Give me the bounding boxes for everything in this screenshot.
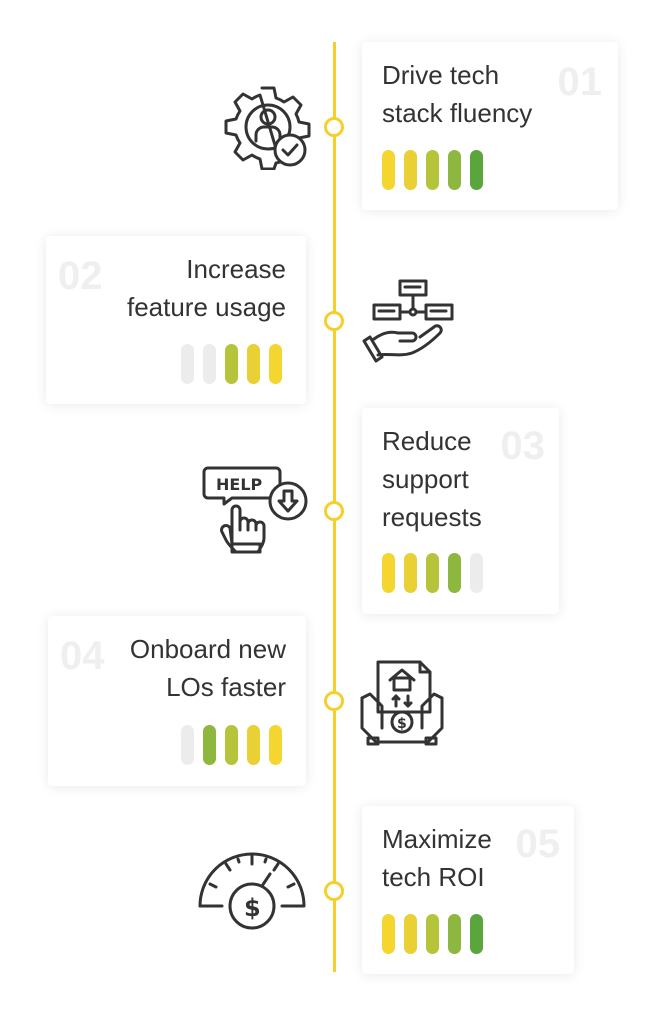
step-card-4: 04 Onboard new LOs faster (48, 616, 306, 786)
rating-bar-5 (470, 914, 483, 954)
rating-bar-3 (225, 725, 238, 765)
rating-bar-4 (448, 553, 461, 593)
timeline-node-4 (324, 691, 344, 711)
rating-bar-1 (382, 553, 395, 593)
step-title: Increase feature usage (126, 254, 286, 322)
step-title: Drive tech stack fluency (382, 60, 533, 128)
rating-bar-5 (470, 553, 483, 593)
svg-text:HELP: HELP (216, 475, 263, 494)
rating-bar-2 (203, 344, 216, 384)
rating-bars (181, 344, 282, 384)
rating-bars (181, 725, 282, 765)
rating-bar-1 (181, 725, 194, 765)
rating-bar-3 (426, 150, 439, 190)
timeline-node-5 (324, 881, 344, 901)
rating-bar-4 (448, 914, 461, 954)
step-number: 03 (500, 424, 546, 468)
rating-bar-3 (426, 914, 439, 954)
help-sign-hand-icon: HELP (202, 466, 308, 554)
step-card-2: 02 Increase feature usage (46, 236, 306, 404)
step-title: Onboard new LOs faster (129, 634, 286, 702)
rating-bar-4 (448, 150, 461, 190)
rating-bars (382, 914, 483, 954)
step-title: Reduce support requests (382, 426, 482, 532)
rating-bar-2 (404, 150, 417, 190)
svg-text:$: $ (397, 716, 407, 732)
svg-text:$: $ (244, 894, 261, 922)
rating-bar-4 (247, 725, 260, 765)
step-number: 02 (58, 254, 103, 298)
rating-bar-3 (426, 553, 439, 593)
rating-bar-5 (269, 344, 282, 384)
step-card-3: 03 Reduce support requests (362, 408, 559, 614)
step-card-5: 05 Maximize tech ROI (362, 806, 574, 974)
step-title: Maximize tech ROI (382, 824, 492, 892)
step-card-1: 01 Drive tech stack fluency (362, 42, 618, 210)
rating-bar-4 (247, 344, 260, 384)
rating-bar-5 (269, 725, 282, 765)
timeline-node-3 (324, 501, 344, 521)
rating-bar-5 (470, 150, 483, 190)
timeline-node-1 (324, 117, 344, 137)
step-number: 01 (557, 60, 603, 104)
rating-bar-1 (382, 914, 395, 954)
gear-user-check-icon (224, 86, 311, 170)
rating-bar-2 (203, 725, 216, 765)
house-document-money-icon: $ (360, 660, 444, 746)
speedometer-dollar-icon: $ (198, 852, 306, 930)
rating-bars (382, 150, 483, 190)
step-number: 05 (515, 822, 561, 866)
rating-bar-2 (404, 553, 417, 593)
hand-flowchart-icon (362, 279, 454, 363)
rating-bar-3 (225, 344, 238, 384)
timeline-node-2 (324, 311, 344, 331)
rating-bar-1 (181, 344, 194, 384)
rating-bar-1 (382, 150, 395, 190)
rating-bar-2 (404, 914, 417, 954)
rating-bars (382, 553, 483, 593)
step-number: 04 (60, 634, 105, 678)
